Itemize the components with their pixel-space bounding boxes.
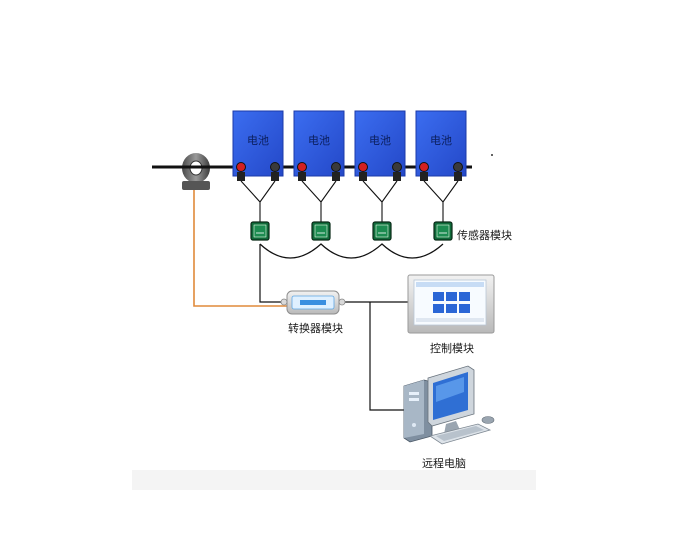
control-module-panel [407, 274, 495, 334]
converter-to-computer-line [369, 302, 412, 411]
sensor-to-converter-line [259, 244, 288, 303]
battery-3 [354, 110, 406, 181]
battery-2-positive-terminal [297, 162, 307, 172]
sensor-2-lead [301, 180, 337, 222]
battery-3-negative-terminal [392, 162, 402, 172]
battery-label-1: 电池 [247, 134, 269, 147]
sensor-module-1 [250, 221, 270, 241]
control-module-label: 控制模块 [430, 342, 474, 355]
battery-group [232, 110, 467, 181]
sensor-chain-line [259, 243, 444, 259]
current-signal-wire [193, 190, 287, 307]
battery-4-negative-terminal [453, 162, 463, 172]
battery-label-4: 电池 [430, 134, 452, 147]
remote-computer [403, 365, 495, 445]
sensor-group [250, 221, 453, 241]
sensor-module-4 [433, 221, 453, 241]
control-screen-tiles [433, 292, 470, 313]
battery-2-negative-terminal [331, 162, 341, 172]
battery-label-3: 电池 [369, 134, 391, 147]
battery-1-positive-terminal [236, 162, 246, 172]
sensor-module-label: 传感器模块 [457, 229, 512, 242]
sensor-module-2 [311, 221, 331, 241]
footer-band [132, 470, 536, 490]
current-sensor-ring [152, 153, 210, 190]
battery-4 [415, 110, 467, 181]
converter-module-label: 转换器模块 [288, 322, 343, 335]
sensor-1-lead [240, 180, 276, 222]
battery-1 [232, 110, 284, 181]
battery-2 [293, 110, 345, 181]
battery-1-negative-terminal [270, 162, 280, 172]
sensor-4-lead [423, 180, 459, 222]
sensor-3-lead [362, 180, 398, 222]
battery-3-positive-terminal [358, 162, 368, 172]
stray-dot [491, 154, 493, 156]
sensor-module-3 [372, 221, 392, 241]
remote-computer-label: 远程电脑 [422, 457, 466, 470]
battery-4-positive-terminal [419, 162, 429, 172]
battery-label-2: 电池 [308, 134, 330, 147]
sensor-wiring [240, 180, 459, 222]
converter-module [280, 290, 346, 315]
